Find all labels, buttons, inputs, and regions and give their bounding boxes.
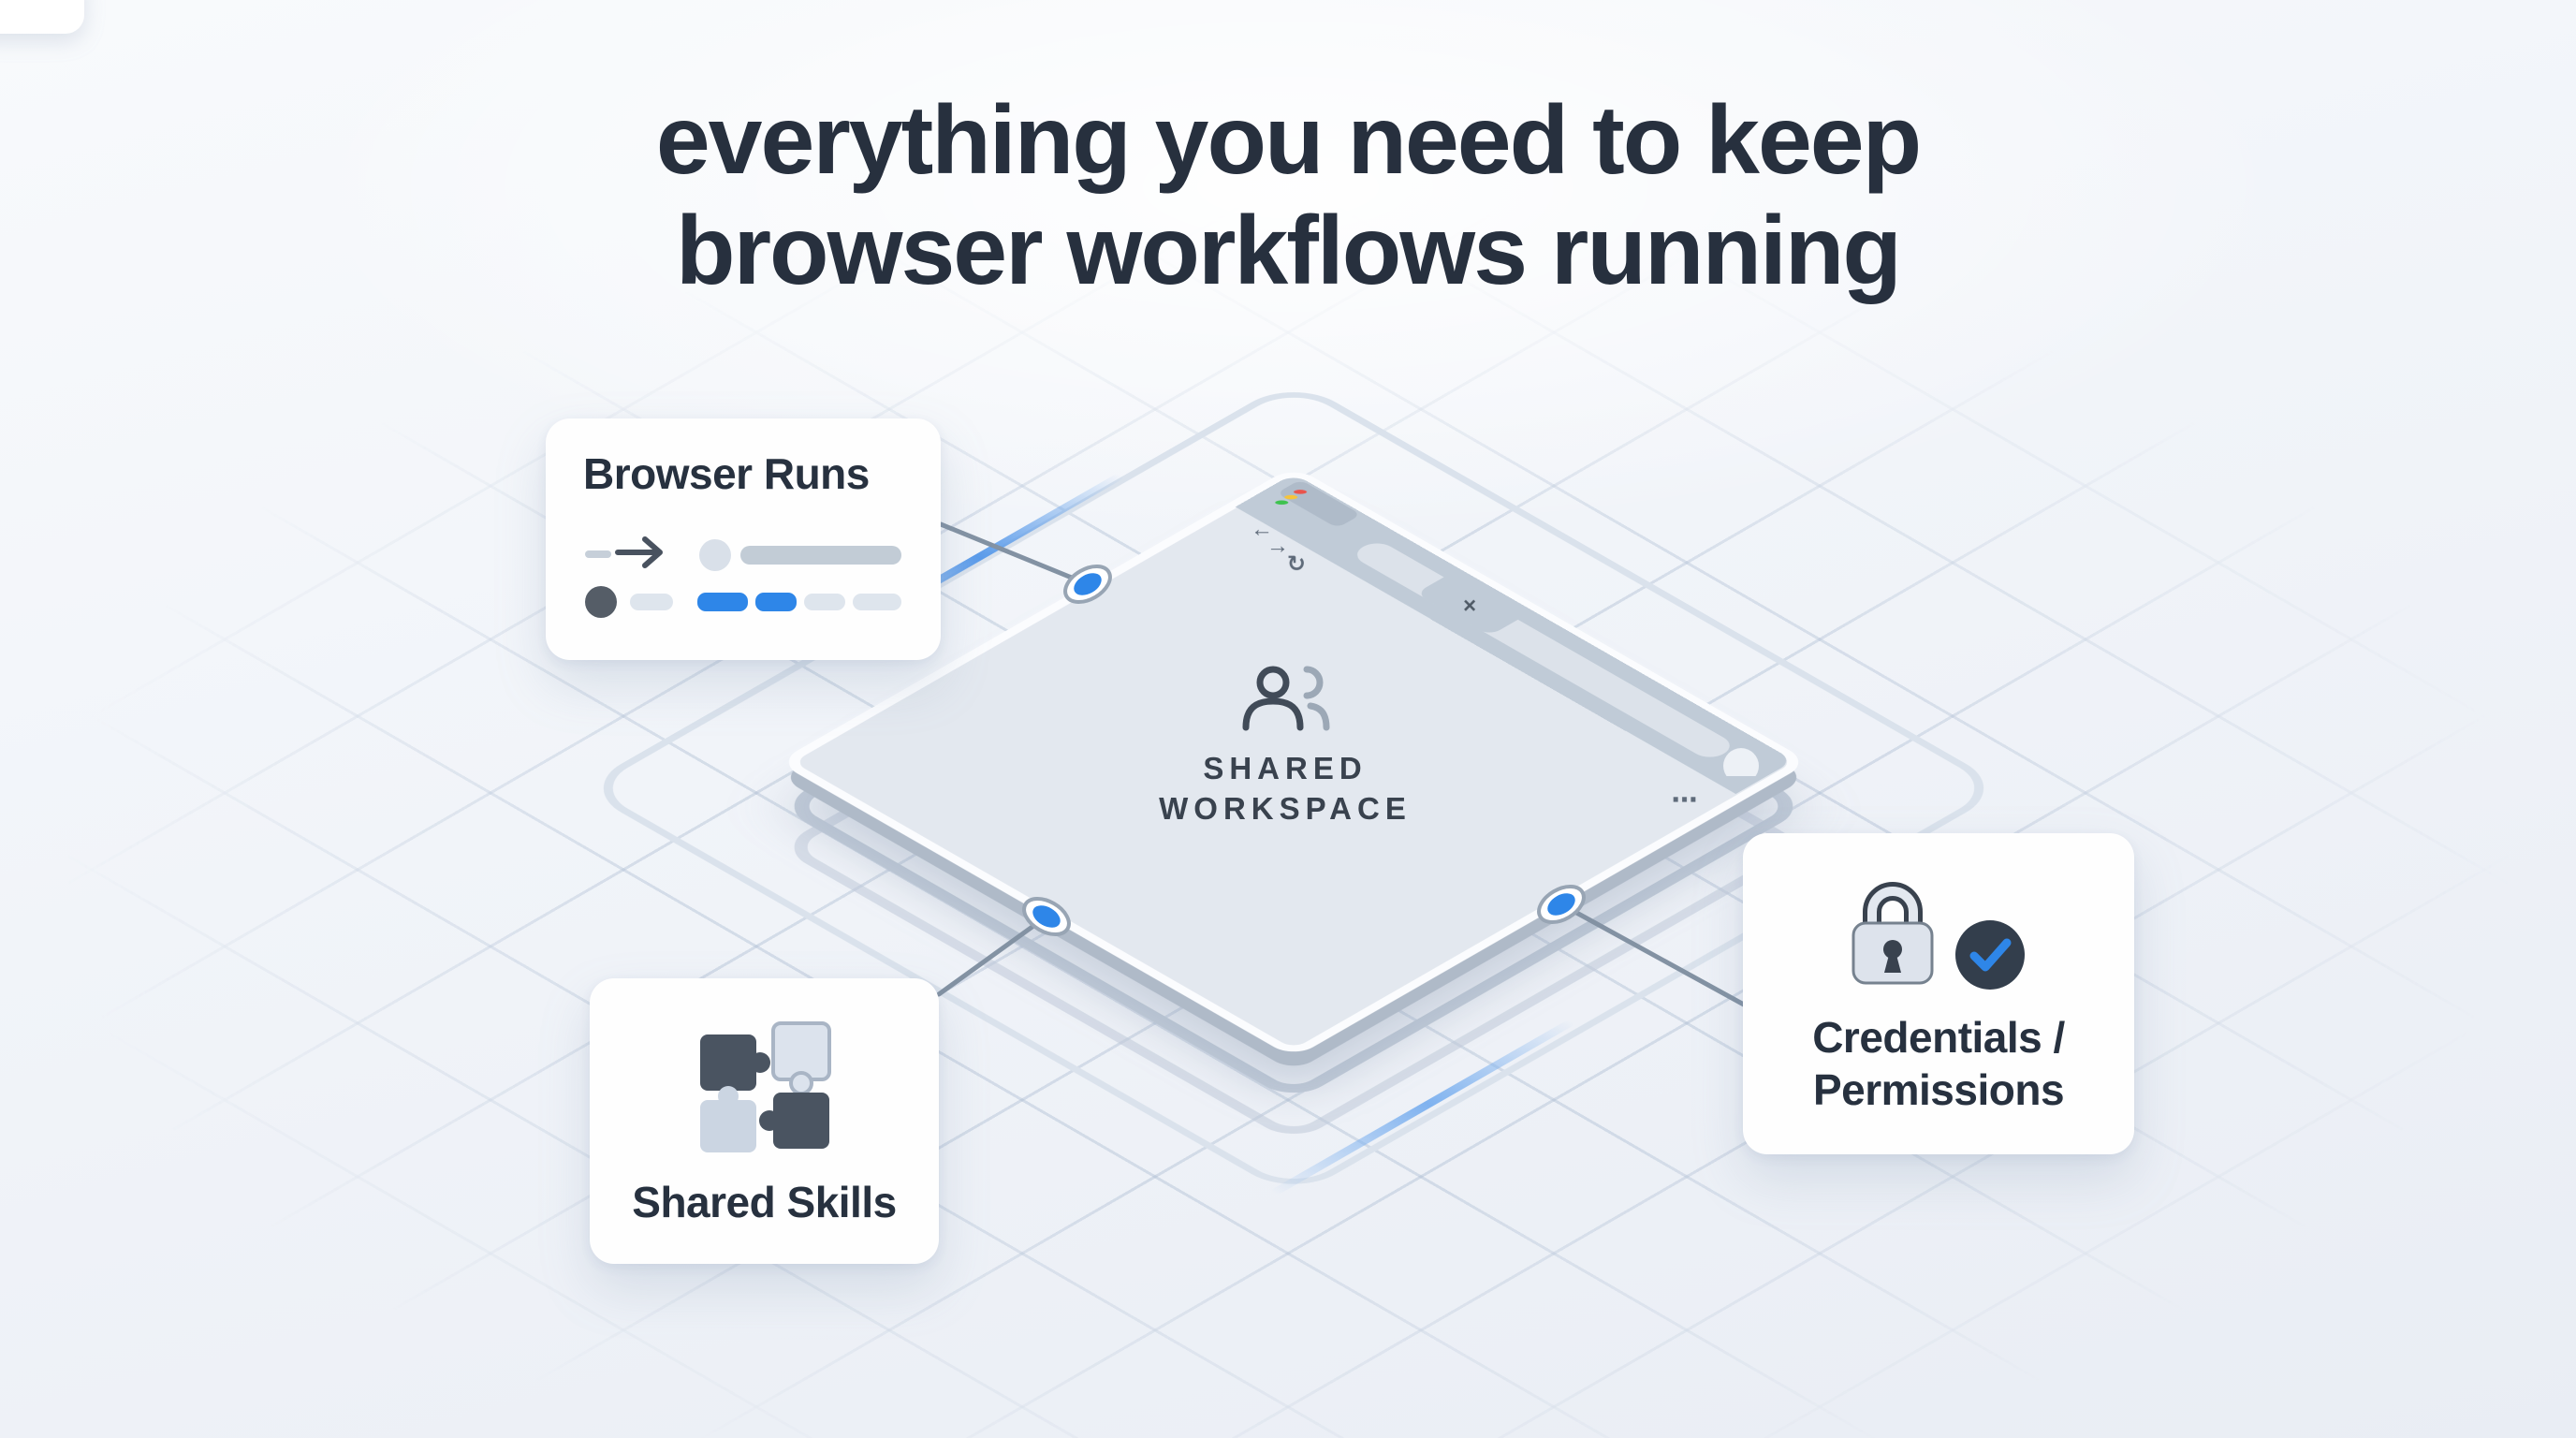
run-status-dot [585, 586, 617, 618]
workspace-label-line-2: WORKSPACE [1159, 790, 1412, 826]
connector-lines [936, 521, 1755, 1012]
run-segment-gray-2 [804, 594, 845, 610]
connector-line-skills [936, 914, 1049, 997]
page-title: everything you need to keep browser work… [0, 86, 2576, 306]
run-segment-blue-2 [755, 593, 797, 611]
connector-line-runs [938, 521, 1090, 587]
credentials-icons [1852, 882, 2025, 990]
card-credentials-permissions: Credentials / Permissions [1743, 833, 2134, 1154]
lock-icon [1852, 882, 1934, 985]
card-shared-skills-title: Shared Skills [632, 1178, 897, 1226]
card-shared-skills: Shared Skills [590, 978, 939, 1264]
workspace-label-line-1: SHARED [1203, 751, 1368, 785]
run-step-dash [585, 550, 611, 558]
card-credentials-title-line-1: Credentials / [1812, 1013, 2065, 1062]
connector-dot-credentials [1537, 885, 1586, 924]
connector-line-credentials [1559, 902, 1755, 1012]
connector-dot-runs [1063, 565, 1112, 604]
headline-line-2: browser workflows running [676, 196, 1902, 305]
team-icon [1242, 666, 1330, 731]
arrow-right-icon [615, 536, 663, 568]
run-track-bar [740, 546, 901, 565]
card-browser-runs-title: Browser Runs [583, 449, 870, 498]
run-node-circle [699, 539, 731, 571]
card-credentials-title-line-2: Permissions [1812, 1065, 2065, 1115]
check-badge-icon [1955, 920, 2025, 990]
connector-dot-skills [1022, 897, 1071, 936]
run-segment-blue-1 [697, 593, 748, 611]
headline-line-1: everything you need to keep [655, 86, 1922, 195]
puzzle-icon [699, 1021, 831, 1152]
run-segment-gray-1 [630, 594, 673, 610]
card-browser-runs: Browser Runs [546, 418, 941, 660]
corner-artifact [0, 0, 84, 34]
run-segment-gray-3 [853, 594, 901, 610]
workspace-label: SHARED WORKSPACE [1093, 663, 1477, 829]
